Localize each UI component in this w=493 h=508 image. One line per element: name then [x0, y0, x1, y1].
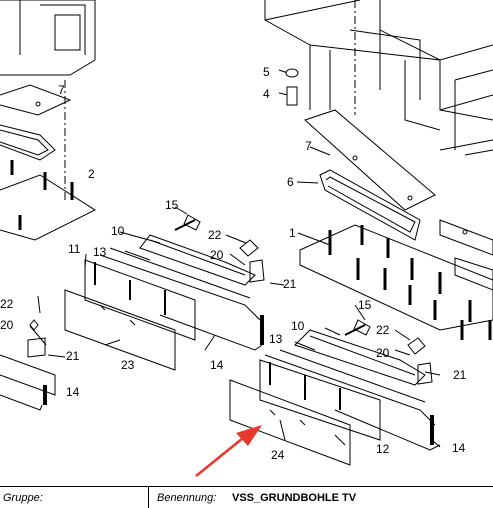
- callout-2: 2: [88, 167, 95, 181]
- callout-15: 15: [165, 198, 179, 212]
- callout-21: 21: [453, 368, 467, 382]
- callout-11: 11: [68, 242, 81, 256]
- callout-4: 4: [263, 87, 270, 101]
- benennung-label: Benennung:: [157, 492, 217, 504]
- callout-1: 1: [289, 226, 296, 240]
- callout-23: 23: [121, 358, 135, 372]
- callout-14: 14: [452, 441, 466, 455]
- callout-13: 13: [93, 245, 107, 259]
- callout-6: 6: [287, 175, 294, 189]
- callout-22: 22: [0, 297, 14, 311]
- callout-5: 5: [263, 65, 270, 79]
- callout-22: 22: [208, 228, 222, 242]
- callout-21: 21: [66, 349, 80, 363]
- callout-15: 15: [358, 298, 372, 312]
- callout-7: 7: [58, 83, 65, 97]
- title-block: Gruppe: Benennung: VSS_GRUNDBOHLE TV: [0, 486, 493, 508]
- callout-14: 14: [66, 385, 80, 399]
- gruppe-cell: Gruppe:: [0, 487, 149, 508]
- callout-22: 22: [376, 323, 390, 337]
- callout-10: 10: [111, 224, 125, 238]
- callout-20: 20: [210, 248, 224, 262]
- callout-20: 20: [0, 318, 14, 332]
- callout-10: 10: [291, 319, 305, 333]
- callout-13: 13: [269, 332, 283, 346]
- callout-20: 20: [376, 346, 390, 360]
- callout-14: 14: [210, 358, 224, 372]
- benennung-value: VSS_GRUNDBOHLE TV: [232, 492, 357, 504]
- callout-21: 21: [283, 277, 297, 291]
- callout-12: 12: [376, 442, 390, 456]
- red-pointer-arrow: [195, 425, 262, 477]
- callout-7: 7: [305, 139, 312, 153]
- exploded-view-drawing: [0, 0, 493, 477]
- gruppe-label: Gruppe:: [3, 492, 43, 504]
- callout-24: 24: [271, 448, 285, 462]
